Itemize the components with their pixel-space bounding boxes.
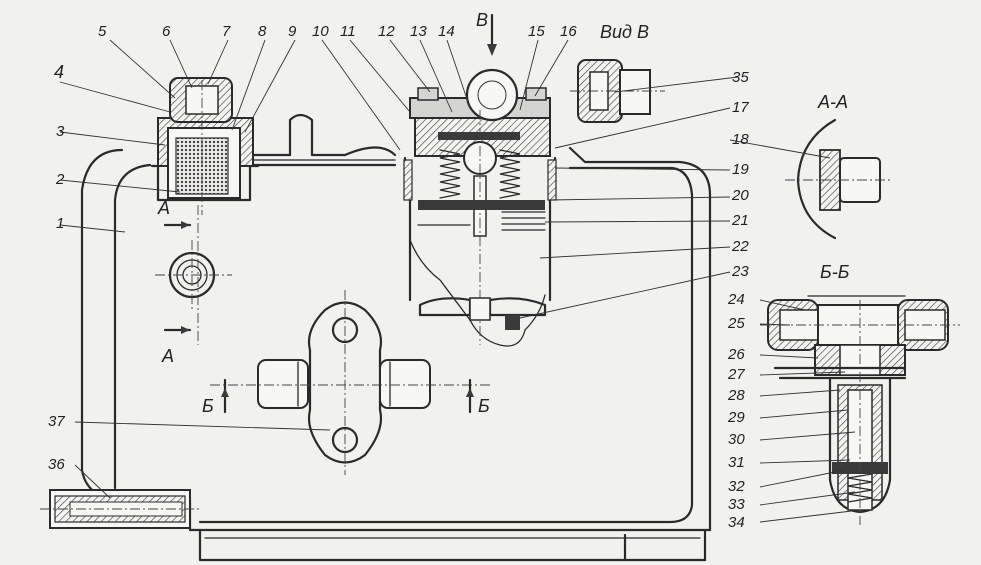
part-number-labels: 5 6 7 8 9 10 11 12 13 14 15 16 4 3 2 1 3…: [48, 23, 749, 531]
part-26-label: 26: [727, 346, 745, 363]
part-21-label: 21: [731, 212, 749, 229]
part-6-label: 6: [162, 23, 171, 40]
part-17-label: 17: [732, 99, 749, 116]
part-35-label: 35: [732, 69, 749, 86]
part-14-label: 14: [438, 23, 455, 40]
drain-pipe: [40, 489, 200, 529]
part-7-label: 7: [222, 23, 231, 40]
part-33-label: 33: [728, 496, 745, 513]
part-18-label: 18: [732, 131, 749, 148]
a-cut-label-bottom: А: [161, 346, 174, 366]
part-20-label: 20: [731, 187, 749, 204]
part-19-label: 19: [732, 161, 749, 178]
section-aa-title: А-А: [817, 92, 848, 112]
section-aa-view: [785, 118, 890, 240]
section-a-cut: [163, 205, 199, 345]
part-3-label: 3: [56, 123, 65, 140]
part-13-label: 13: [410, 23, 427, 40]
part-30-label: 30: [728, 431, 745, 448]
part-11-label: 11: [340, 23, 356, 40]
part-29-label: 29: [727, 409, 745, 426]
part-25-label: 25: [727, 315, 745, 332]
tee-fitting: [210, 290, 490, 475]
part-23-label: 23: [731, 263, 749, 280]
section-bb-view: [760, 295, 960, 525]
b-cut-label-right: Б: [478, 396, 490, 416]
section-bb-title: Б-Б: [820, 262, 850, 282]
b-cut-label-left: Б: [202, 396, 214, 416]
section-titles: Вид В А-А Б-Б В А А Б Б: [157, 10, 850, 416]
part-12-label: 12: [378, 23, 395, 40]
leader-lines: [59, 39, 861, 523]
part-16-label: 16: [560, 23, 577, 40]
view-b-fitting: [570, 59, 665, 123]
view-b-title: Вид В: [600, 22, 649, 42]
part-31-label: 31: [728, 454, 745, 471]
part-2-label: 2: [55, 171, 65, 188]
part-27-label: 27: [727, 366, 745, 383]
part-5-label: 5: [98, 23, 107, 40]
filter-assembly: [403, 13, 557, 347]
filler-cap-assembly: [150, 77, 260, 215]
part-4-label: 4: [54, 62, 64, 82]
v-arrow-label: В: [476, 10, 488, 30]
side-port: [155, 240, 232, 310]
part-37-label: 37: [48, 413, 65, 430]
part-1-label: 1: [56, 215, 64, 232]
part-24-label: 24: [727, 291, 745, 308]
part-22-label: 22: [731, 238, 749, 255]
part-28-label: 28: [727, 387, 745, 404]
a-cut-label-top: А: [157, 198, 170, 218]
part-15-label: 15: [528, 23, 545, 40]
part-32-label: 32: [728, 478, 745, 495]
part-9-label: 9: [288, 23, 297, 40]
part-36-label: 36: [48, 456, 65, 473]
part-10-label: 10: [312, 23, 329, 40]
part-34-label: 34: [728, 514, 745, 531]
part-8-label: 8: [258, 23, 267, 40]
